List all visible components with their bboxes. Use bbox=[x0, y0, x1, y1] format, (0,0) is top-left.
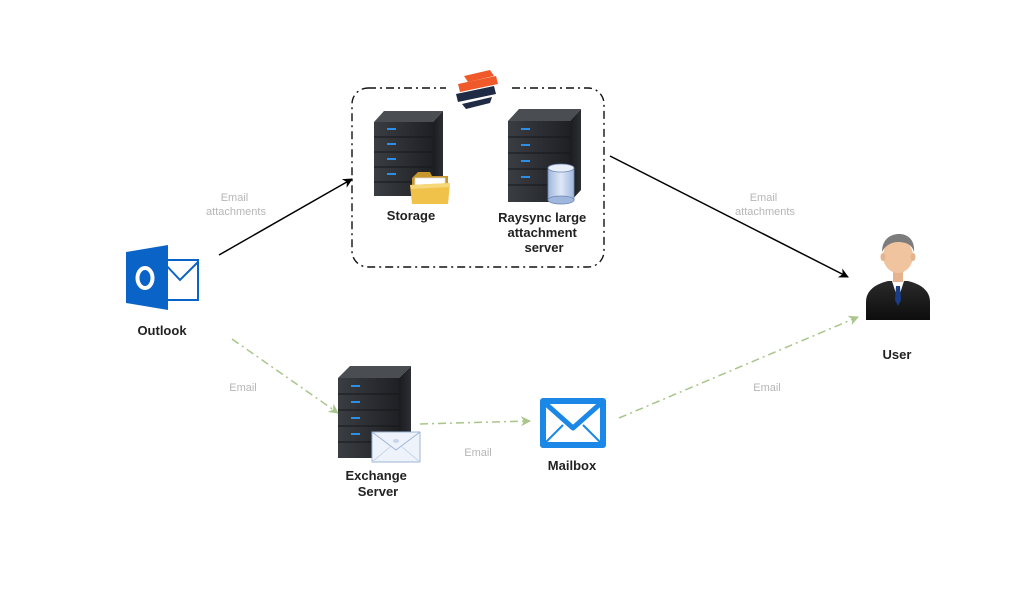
edge-label-mailbox-to-user: Email bbox=[753, 382, 781, 394]
edge-group-to-user bbox=[609, 155, 849, 278]
raysync-logo-icon bbox=[446, 70, 510, 112]
storage-label: Storage bbox=[387, 208, 435, 223]
mail-icon bbox=[540, 398, 606, 448]
edge-outlook-to-group bbox=[218, 178, 353, 256]
edge-label-outlook-to-exchange: Email bbox=[229, 382, 257, 394]
raysync-server-icon bbox=[508, 109, 581, 202]
folder-icon bbox=[410, 172, 450, 204]
outlook-icon bbox=[126, 245, 199, 310]
edge-exchange-to-mailbox bbox=[419, 416, 531, 427]
edge-label-group-to-user: Email attachments bbox=[735, 192, 795, 218]
user-label: User bbox=[883, 347, 912, 362]
edge-label-outlook-to-group: Email attachments bbox=[206, 192, 266, 218]
outlook-label: Outlook bbox=[137, 323, 187, 338]
envelope-icon bbox=[371, 431, 421, 463]
raysync-server-label: Raysync large attachment server bbox=[498, 210, 590, 255]
edge-label-exchange-to-mailbox: Email bbox=[464, 447, 492, 459]
edge-mailbox-to-user bbox=[618, 315, 859, 419]
user-avatar-icon bbox=[866, 234, 930, 320]
mailbox-label: Mailbox bbox=[548, 458, 597, 473]
exchange-server-label: Exchange Server bbox=[345, 468, 410, 499]
edge-outlook-to-exchange bbox=[231, 338, 339, 414]
database-icon bbox=[547, 163, 575, 205]
